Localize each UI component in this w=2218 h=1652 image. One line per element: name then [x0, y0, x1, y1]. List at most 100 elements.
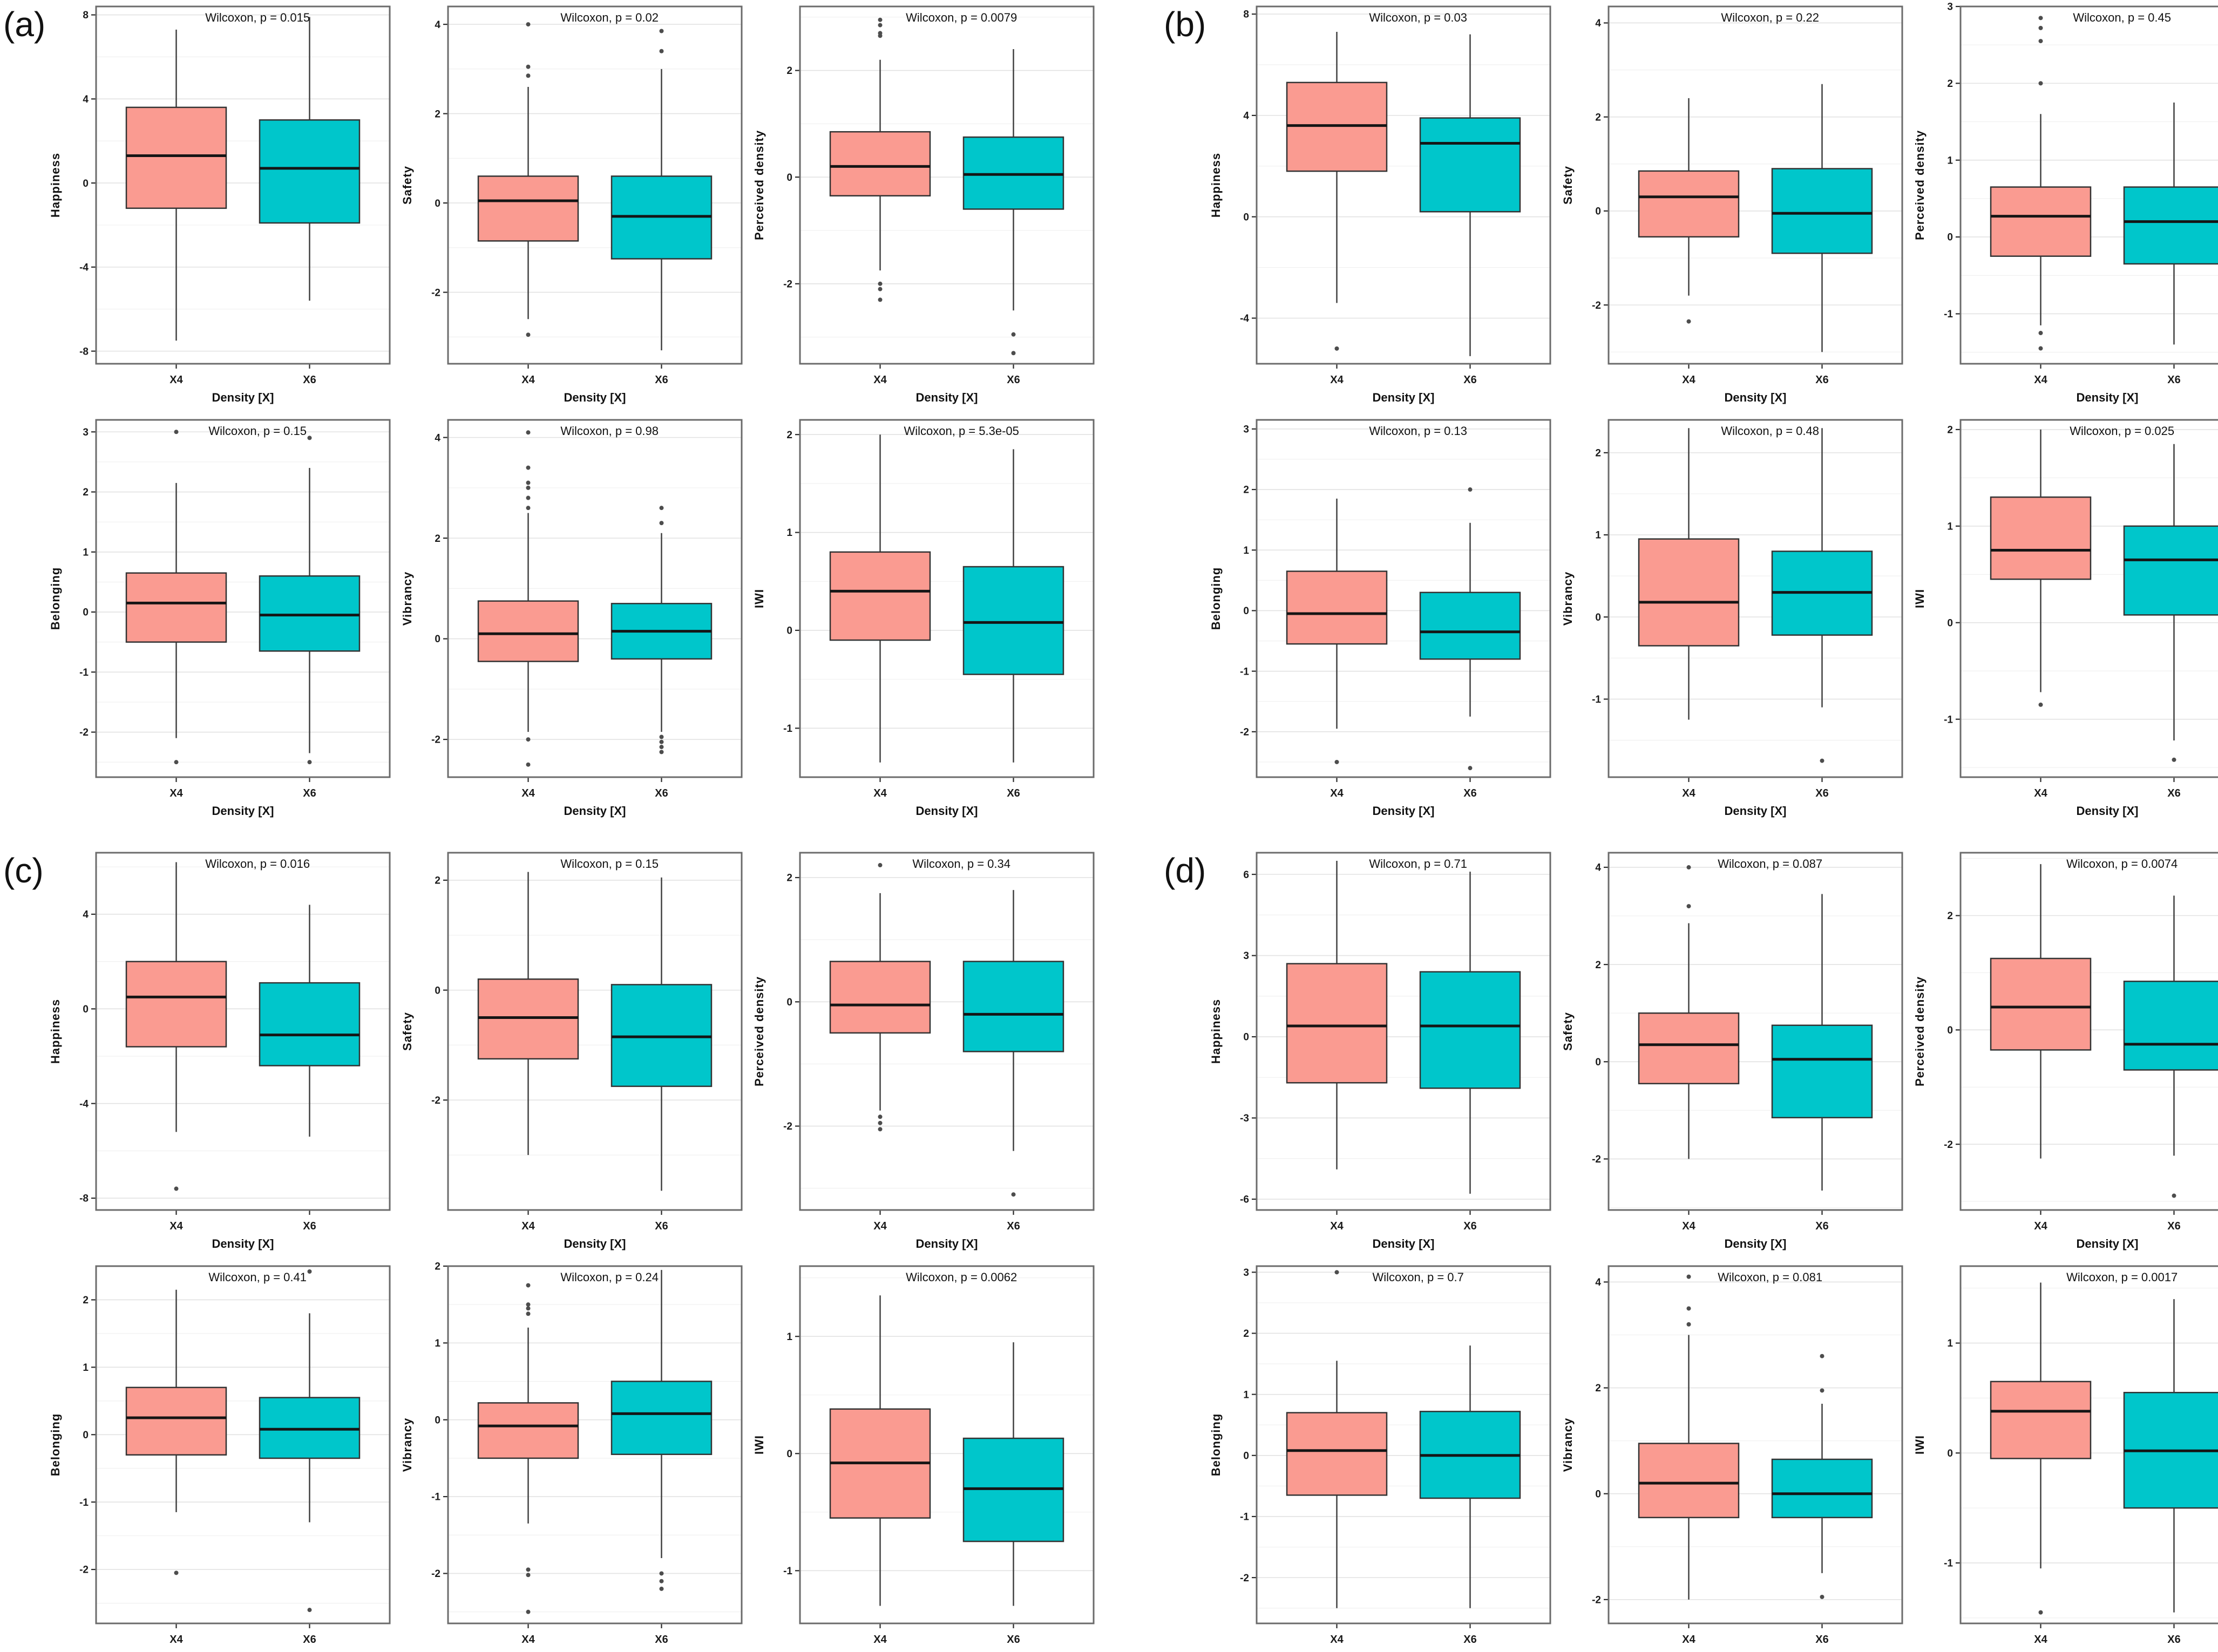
y-tick-label: 4	[83, 909, 89, 921]
y-tick-label: 0	[786, 626, 792, 637]
x-axis-title: Density [X]	[212, 1650, 274, 1652]
y-tick-label: 0	[1947, 617, 1953, 629]
plot-border	[95, 852, 391, 1211]
box-x4	[125, 1386, 227, 1456]
x-tick-label-x6: X6	[655, 1634, 668, 1646]
y-tick-label: 2	[1595, 1383, 1601, 1394]
x-tick-label-x6: X6	[2167, 1634, 2180, 1646]
outlier-point	[659, 735, 664, 739]
x-tick-label-x4: X4	[1330, 374, 1344, 386]
y-tick-label: -8	[79, 1193, 89, 1205]
outlier-point	[1686, 1274, 1691, 1279]
outlier-point	[526, 762, 531, 767]
y-tick-label: 2	[1947, 78, 1953, 90]
y-tick-label: 0	[83, 178, 89, 189]
box-x6	[1419, 971, 1521, 1089]
outlier-point	[2172, 757, 2176, 762]
outlier-point	[659, 745, 664, 750]
outlier-point	[1334, 1270, 1339, 1275]
box-x6	[259, 982, 361, 1066]
box-x6	[962, 566, 1064, 675]
box-x6	[1419, 117, 1521, 213]
x-axis-title: Density [X]	[1373, 1650, 1435, 1652]
y-tick-label: 3	[1243, 424, 1249, 435]
plot-border	[95, 5, 391, 365]
y-tick-label: 0	[1595, 1488, 1601, 1500]
outlier-point	[878, 863, 883, 868]
y-tick-label: 1	[83, 547, 89, 558]
outlier-point	[1686, 1306, 1691, 1311]
y-tick-label: -1	[1240, 1512, 1249, 1523]
outlier-point	[878, 281, 883, 286]
x-axis-title: Density [X]	[1725, 1237, 1787, 1250]
y-tick-label: 2	[786, 65, 792, 77]
x-tick-label-x6: X6	[1463, 374, 1476, 386]
y-tick-label: 2	[1947, 910, 1953, 922]
x-axis-title: Density [X]	[1725, 391, 1787, 404]
y-tick-label: 2	[786, 873, 792, 884]
boxplot-x6	[259, 17, 361, 301]
y-tick-label: 1	[786, 527, 792, 539]
y-tick-label: -1	[783, 723, 792, 735]
outlier-point	[1686, 904, 1691, 909]
plot-border	[799, 1265, 1095, 1624]
y-tick-label: 1	[1595, 530, 1601, 541]
panel-label-d: (d)	[1164, 851, 1206, 890]
p-value-annotation: Wilcoxon, p = 0.15	[560, 857, 659, 871]
y-tick-label: 2	[786, 430, 792, 441]
y-tick-label: 1	[435, 1338, 440, 1349]
p-value-annotation: Wilcoxon, p = 0.087	[1718, 857, 1822, 871]
outlier-point	[2038, 16, 2043, 21]
plot-border	[447, 419, 743, 778]
x-tick-label-x4: X4	[2034, 1634, 2047, 1646]
outlier-point	[526, 73, 531, 78]
outlier-point	[526, 480, 531, 485]
p-value-annotation: Wilcoxon, p = 0.24	[560, 1270, 659, 1284]
outlier-point	[878, 1127, 883, 1132]
x-axis-title: Density [X]	[1725, 804, 1787, 818]
plot-border	[1959, 5, 2218, 365]
box-x4	[125, 961, 227, 1048]
outlier-point	[1011, 1192, 1016, 1197]
x-axis-title: Density [X]	[1373, 804, 1435, 818]
y-axis-title: Belonging	[1209, 1413, 1223, 1477]
plot-border	[1256, 419, 1551, 778]
plot-border	[1959, 419, 2218, 778]
p-value-annotation: Wilcoxon, p = 0.45	[2073, 11, 2171, 24]
box-x4	[1638, 1443, 1740, 1519]
outlier-point	[307, 1608, 312, 1613]
plot-border	[95, 1265, 391, 1624]
outlier-point	[2038, 81, 2043, 86]
y-tick-label: 0	[1243, 212, 1249, 223]
box-x4	[829, 961, 931, 1034]
boxplot-x6	[259, 436, 361, 765]
outlier-point	[174, 760, 179, 765]
p-value-annotation: Wilcoxon, p = 0.0062	[906, 1270, 1017, 1284]
y-tick-label: 0	[786, 1449, 792, 1460]
x-tick-label-x6: X6	[2167, 1220, 2180, 1232]
y-tick-label: -8	[79, 346, 89, 357]
y-tick-label: -1	[783, 1566, 792, 1577]
y-tick-label: 2	[1243, 485, 1249, 496]
y-tick-label: 0	[1243, 606, 1249, 617]
x-axis-title: Density [X]	[212, 804, 274, 818]
y-axis-title: Safety	[1561, 1012, 1575, 1051]
x-tick-label-x6: X6	[1007, 1220, 1020, 1232]
boxplot-x4	[1286, 1270, 1388, 1608]
p-value-annotation: Wilcoxon, p = 0.48	[1721, 424, 1819, 438]
outlier-point	[526, 495, 531, 500]
box-x6	[1771, 168, 1873, 254]
x-tick-label-x6: X6	[655, 374, 668, 386]
plot-background	[750, 847, 1101, 1259]
y-tick-label: 1	[83, 1362, 89, 1374]
outlier-point	[659, 750, 664, 754]
plot-border	[1256, 852, 1551, 1211]
